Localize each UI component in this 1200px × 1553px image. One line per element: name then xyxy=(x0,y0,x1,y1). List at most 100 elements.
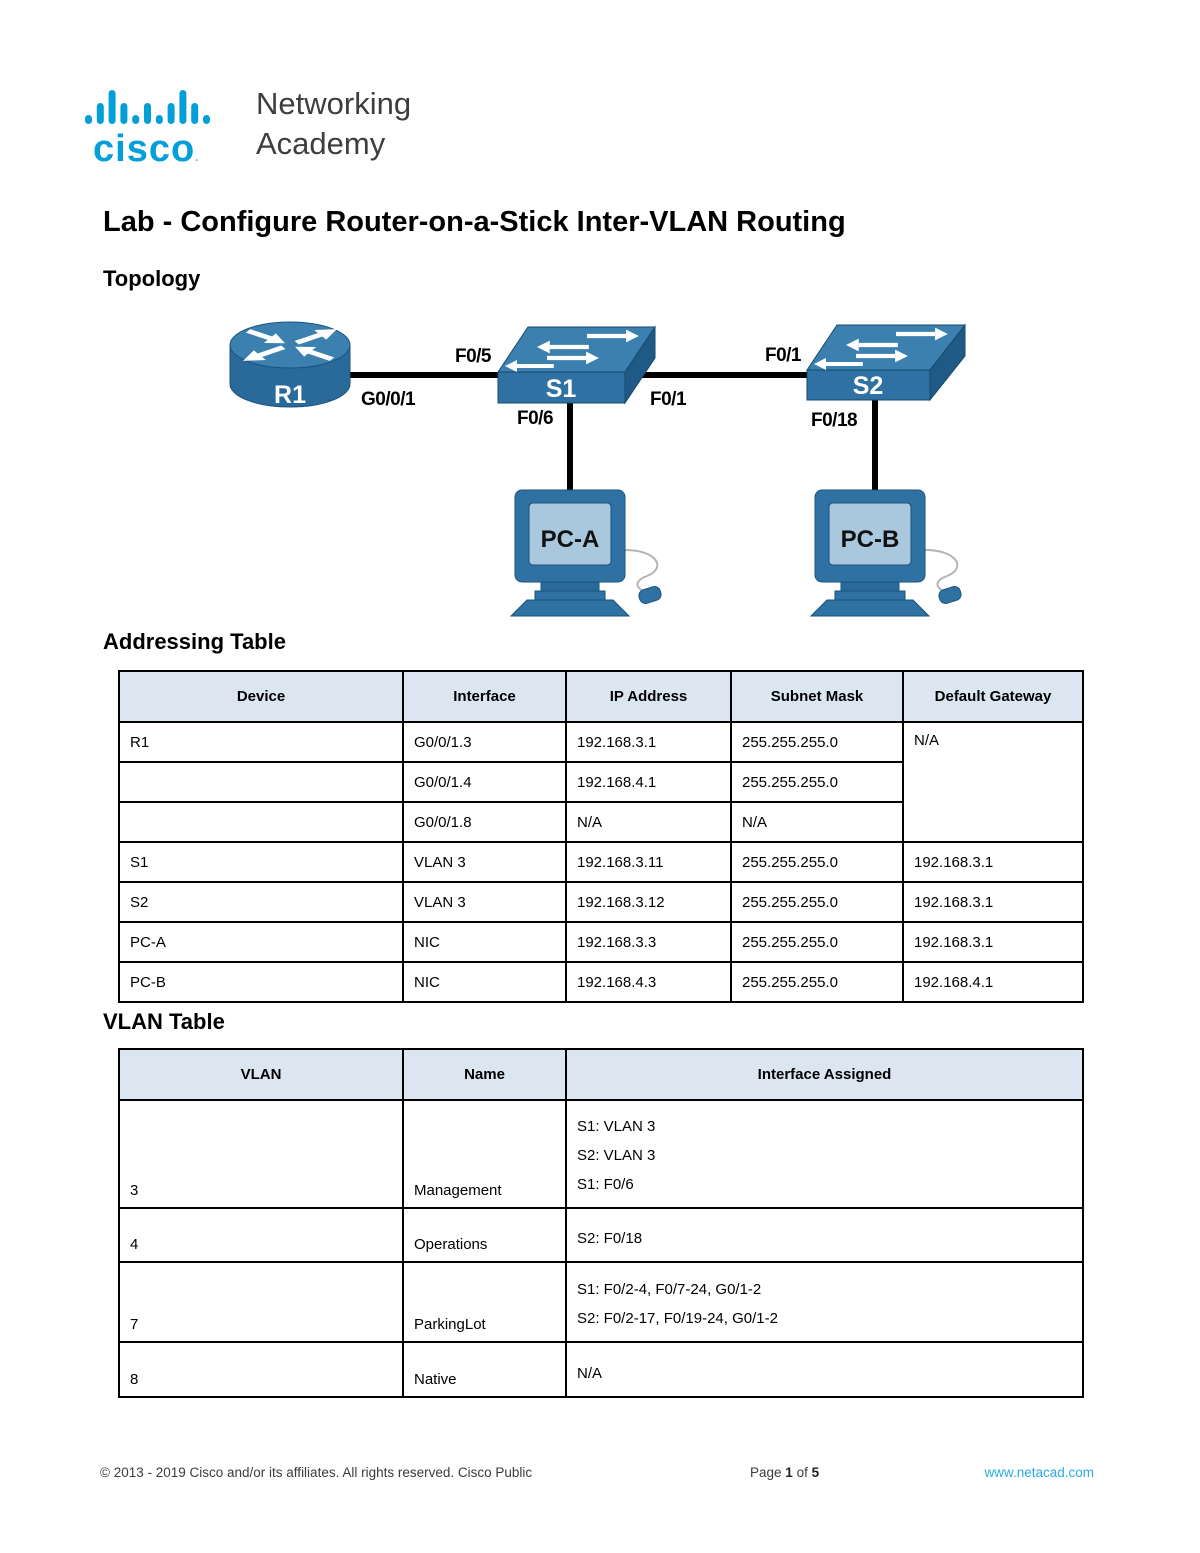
cisco-logo-bars-icon xyxy=(85,90,210,124)
vlan-header-row: VLAN Name Interface Assigned xyxy=(118,1048,1084,1101)
port-label-r1-g001: G0/0/1 xyxy=(361,389,416,410)
port-label-s1-f06: F0/6 xyxy=(517,408,553,429)
col-header-mask: Subnet Mask xyxy=(730,670,904,723)
table-row: S2 VLAN 3 192.168.3.12 255.255.255.0 192… xyxy=(118,881,1084,923)
page-footer: © 2013 - 2019 Cisco and/or its affiliate… xyxy=(100,1465,1094,1485)
page-current: 1 xyxy=(785,1465,793,1480)
cell-ip: 192.168.3.1 xyxy=(565,721,732,763)
cell-gateway: 192.168.3.1 xyxy=(902,921,1084,963)
switch2-label: S2 xyxy=(853,372,884,400)
switch-s1-icon xyxy=(497,325,656,405)
switch1-label: S1 xyxy=(546,375,577,403)
cell-name: Management xyxy=(402,1099,567,1209)
vlan-table-heading: VLAN Table xyxy=(103,1009,225,1034)
cell-interface: NIC xyxy=(402,921,567,963)
logo-line-academy: Academy xyxy=(256,126,386,161)
cell-mask: 255.255.255.0 xyxy=(730,881,904,923)
switch-s2-icon xyxy=(806,323,967,402)
networking-academy-logo-text: Networking Academy xyxy=(256,84,411,164)
table-row: 4 Operations S2: F0/18 xyxy=(118,1207,1084,1263)
cell-gateway: 192.168.3.1 xyxy=(902,841,1084,883)
page-label: Page xyxy=(750,1465,782,1480)
table-row: PC-A NIC 192.168.3.3 255.255.255.0 192.1… xyxy=(118,921,1084,963)
cell-gateway: 192.168.3.1 xyxy=(902,881,1084,923)
cell-ip: 192.168.3.3 xyxy=(565,921,732,963)
copyright-text: © 2013 - 2019 Cisco and/or its affiliate… xyxy=(100,1465,533,1480)
col-header-interfaces: Interface Assigned xyxy=(565,1048,1084,1101)
cell-vlan: 4 xyxy=(118,1207,404,1263)
addressing-table: Device Interface IP Address Subnet Mask … xyxy=(118,670,1084,1003)
port-label-s1-f05: F0/5 xyxy=(455,346,492,367)
addressing-table-heading: Addressing Table xyxy=(103,629,286,654)
col-header-ip: IP Address xyxy=(565,670,732,723)
cell-mask: 255.255.255.0 xyxy=(730,721,904,763)
router-r1-icon xyxy=(229,321,351,408)
cell-gateway: 192.168.4.1 xyxy=(902,961,1084,1003)
cell-vlan: 3 xyxy=(118,1099,404,1209)
cell-ip: 192.168.4.1 xyxy=(565,761,732,803)
pc-a-icon xyxy=(510,489,664,617)
cell-ip: 192.168.4.3 xyxy=(565,961,732,1003)
netacad-link[interactable]: www.netacad.com xyxy=(984,1465,1094,1480)
cell-device: R1 xyxy=(118,721,404,763)
trademark-mark: . xyxy=(195,152,200,164)
cell-mask: 255.255.255.0 xyxy=(730,761,904,803)
cell-interface: G0/0/1.4 xyxy=(402,761,567,803)
cell-interface: VLAN 3 xyxy=(402,881,567,923)
port-label-s2-f01: F0/1 xyxy=(765,345,802,366)
table-row: G0/0/1.4 192.168.4.1 255.255.255.0 xyxy=(118,761,1083,803)
cell-device: S2 xyxy=(118,881,404,923)
table-row: 7 ParkingLot S1: F0/2-4, F0/7-24, G0/1-2… xyxy=(118,1261,1084,1343)
cisco-wordmark-text: cisco xyxy=(93,128,196,170)
cell-interfaces: S1: F0/2-4, F0/7-24, G0/1-2 S2: F0/2-17,… xyxy=(565,1261,1084,1343)
cell-gateway: N/A xyxy=(902,721,1084,843)
cell-interface: VLAN 3 xyxy=(402,841,567,883)
page-total: 5 xyxy=(811,1465,820,1480)
logo-line-networking: Networking xyxy=(256,86,412,121)
cell-mask: 255.255.255.0 xyxy=(730,841,904,883)
table-row: PC-B NIC 192.168.4.3 255.255.255.0 192.1… xyxy=(118,961,1084,1003)
topology-diagram: R1 S1 S2 PC-A PC-B F0/5 G0/0/1 F0/6 xyxy=(229,321,967,617)
table-row: S1 VLAN 3 192.168.3.11 255.255.255.0 192… xyxy=(118,841,1084,883)
router-label: R1 xyxy=(274,381,306,409)
cell-device xyxy=(118,761,404,803)
port-label-s1-f01: F0/1 xyxy=(650,389,687,410)
cell-interfaces: S1: VLAN 3 S2: VLAN 3 S1: F0/6 xyxy=(565,1099,1084,1209)
topology-heading: Topology xyxy=(103,266,201,291)
vlan-table: VLAN Name Interface Assigned 3 Managemen… xyxy=(118,1048,1084,1398)
cell-device: PC-B xyxy=(118,961,404,1003)
col-header-name: Name xyxy=(402,1048,567,1101)
page-of-label: of xyxy=(796,1465,808,1480)
cell-vlan: 7 xyxy=(118,1261,404,1343)
cell-device xyxy=(118,801,404,843)
cell-vlan: 8 xyxy=(118,1341,404,1398)
cell-interfaces: N/A xyxy=(565,1341,1084,1398)
cell-ip: 192.168.3.11 xyxy=(565,841,732,883)
cell-ip: 192.168.3.12 xyxy=(565,881,732,923)
cell-interfaces: S2: F0/18 xyxy=(565,1207,1084,1263)
cell-name: Operations xyxy=(402,1207,567,1263)
col-header-vlan: VLAN xyxy=(118,1048,404,1101)
page-number: Page 1 of 5 xyxy=(750,1465,819,1480)
cell-ip: N/A xyxy=(565,801,732,843)
col-header-device: Device xyxy=(118,670,404,723)
cell-mask: 255.255.255.0 xyxy=(730,961,904,1003)
table-row: G0/0/1.8 N/A N/A xyxy=(118,801,1083,843)
table-row: 8 Native N/A xyxy=(118,1341,1084,1398)
table-row: 3 Management S1: VLAN 3 S2: VLAN 3 S1: F… xyxy=(118,1099,1084,1209)
cell-mask: N/A xyxy=(730,801,904,843)
cell-name: Native xyxy=(402,1341,567,1398)
cell-name: ParkingLot xyxy=(402,1261,567,1343)
pc-b-icon xyxy=(810,489,964,617)
col-header-interface: Interface xyxy=(402,670,567,723)
cell-interface: G0/0/1.8 xyxy=(402,801,567,843)
pc-b-label: PC-B xyxy=(841,526,900,553)
addressing-header-row: Device Interface IP Address Subnet Mask … xyxy=(118,670,1084,723)
pc-a-label: PC-A xyxy=(541,526,600,553)
port-label-s2-f018: F0/18 xyxy=(811,410,857,431)
col-header-gateway: Default Gateway xyxy=(902,670,1084,723)
cell-mask: 255.255.255.0 xyxy=(730,921,904,963)
table-row: R1 G0/0/1.3 192.168.3.1 255.255.255.0 N/… xyxy=(118,721,1084,843)
cell-interface: G0/0/1.3 xyxy=(402,721,567,763)
